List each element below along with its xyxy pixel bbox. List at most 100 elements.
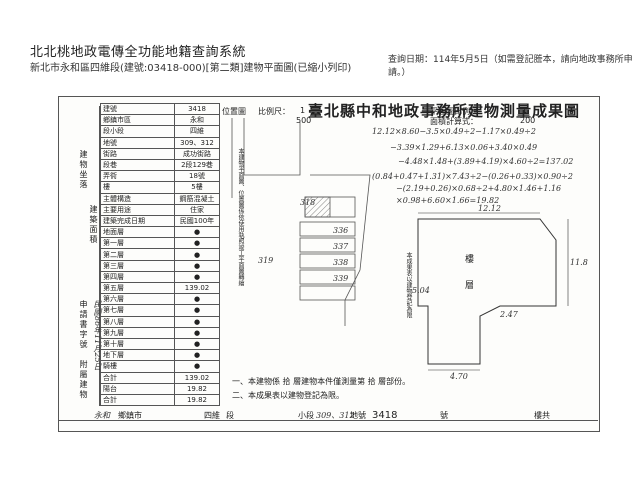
note-2: 二、本成果表以建物登記為限。 bbox=[232, 391, 344, 400]
area-formula-line3: −4.48×1.48+(3.89+4.19)×4.60÷2=137.02 bbox=[398, 157, 574, 166]
location-map bbox=[231, 118, 371, 326]
row-label: 街路 bbox=[100, 147, 175, 160]
application-date: 民國86年11月25日 bbox=[93, 300, 102, 371]
footer-subsection-label: 小段 bbox=[298, 411, 314, 420]
row-value: 成功街路 bbox=[174, 147, 220, 160]
location-map-label: 位置圖 bbox=[222, 107, 246, 116]
dim-right: 11.8 bbox=[570, 258, 588, 267]
table-row: 街路成功街路 bbox=[100, 147, 220, 160]
table-row: 建築完成日期民國100年 bbox=[100, 214, 220, 228]
neighbor-parcel bbox=[310, 174, 371, 326]
footer-district: 永和 bbox=[94, 411, 110, 420]
row-value: 18號 bbox=[174, 170, 220, 183]
side-label-location: 建物坐落 bbox=[79, 150, 88, 190]
floor-label: 樓 bbox=[465, 255, 475, 265]
lot-no-2: 336 bbox=[333, 226, 349, 235]
query-info: 查詢日期：114年5月5日（如需登記謄本，請向地政事務所申請。） bbox=[388, 55, 633, 78]
row-label: 段巷 bbox=[100, 158, 175, 172]
side-label-area: 建築面積 bbox=[89, 205, 98, 245]
balcony-formula-line2: −(2.19+0.26)×0.68÷2+4.80×1.46+1.16 bbox=[396, 184, 562, 193]
row-label: 建築完成日期 bbox=[100, 214, 175, 228]
row-value: 19.82 bbox=[174, 393, 220, 407]
footer-section-label: 段 bbox=[226, 411, 234, 420]
side-label-application: 申請書字號 bbox=[79, 300, 88, 350]
lot-no-1: 318 bbox=[300, 198, 316, 207]
table-row: 第六層● bbox=[100, 293, 220, 306]
table-row: 地面層● bbox=[100, 226, 220, 239]
floor-plan-scale-label: 平面圖比例尺： bbox=[430, 107, 486, 116]
sheet-title: 臺北縣中和地政事務所建物測量成果圖 bbox=[308, 102, 581, 120]
row-value: 鋼筋混凝土 bbox=[174, 192, 220, 205]
footer-section: 四維 bbox=[204, 411, 220, 420]
lot-cell-4 bbox=[299, 253, 356, 269]
area-formula-line1: 12.12×8.60−3.5×0.49÷2−1.17×0.49÷2 bbox=[372, 127, 536, 136]
side-label-annex: 附屬建物 bbox=[79, 360, 88, 400]
table-row: 第四層● bbox=[100, 270, 220, 284]
parcel-outline bbox=[243, 118, 301, 176]
table-row: 段小段四維 bbox=[100, 125, 220, 138]
floor-plan-outline bbox=[417, 218, 557, 365]
row-value: 住家 bbox=[174, 203, 220, 216]
lot-no-4: 338 bbox=[333, 258, 349, 267]
row-label: 主要用途 bbox=[100, 203, 175, 216]
footer-district-label: 鄉鎮市 bbox=[118, 411, 142, 420]
row-label: 樓 bbox=[100, 181, 175, 194]
footer-end-label: 樓共 bbox=[534, 411, 550, 420]
area-formula-line2: −3.39×1.29+6.13×0.06+3.40×0.49 bbox=[390, 143, 538, 152]
area-calc-label: 面積計算式： bbox=[430, 117, 478, 126]
subject-parcel-hatched bbox=[304, 196, 331, 218]
row-value: 民國100年 bbox=[174, 214, 220, 228]
dim-bottom: 4.70 bbox=[450, 372, 468, 381]
row-label: 地號 bbox=[100, 136, 175, 149]
floor-plan bbox=[417, 212, 569, 371]
vertical-note-2: 本成果表以建物登記為限 bbox=[405, 252, 412, 318]
table-row: 鄉鎮市區永和 bbox=[100, 114, 220, 127]
lot-cell-2 bbox=[299, 221, 356, 237]
row-label: 第一層 bbox=[100, 237, 175, 250]
lot-cell-3 bbox=[299, 237, 356, 253]
balcony-formula-line3: ×0.98+6.60×1.66=19.82 bbox=[396, 196, 500, 205]
dim-left: 5.04 bbox=[412, 286, 430, 295]
lot-no-5: 339 bbox=[333, 274, 349, 283]
left-label-column bbox=[73, 106, 100, 406]
dim-top: 12.12 bbox=[478, 204, 501, 213]
footer-building-no-label: 號 bbox=[440, 411, 448, 420]
lot-no-6: 319 bbox=[258, 256, 274, 265]
dim-mid: 2.47 bbox=[500, 310, 518, 319]
row-value: 四維 bbox=[174, 125, 220, 138]
row-value: 309、312 bbox=[174, 136, 220, 149]
lot-cell-5 bbox=[299, 269, 356, 285]
lot-no-3: 337 bbox=[333, 242, 349, 251]
scale-label: 比例尺： bbox=[258, 107, 290, 116]
row-label: 合計 bbox=[100, 393, 175, 407]
location-line: 新北市永和區四維段(建號:03418-000)[第二類]建物平面圖(已縮小列印) bbox=[30, 63, 352, 74]
floor-plan-scale-den: 200 bbox=[520, 116, 536, 125]
footer-divider bbox=[58, 420, 598, 421]
system-header: 北北桃地政電傳全功能地籍查詢系統 新北市永和區四維段(建號:03418-000)… bbox=[30, 45, 351, 77]
row-value: 2段129巷 bbox=[174, 158, 220, 172]
table-row: 第九層● bbox=[100, 326, 220, 339]
floor-label-2: 層 bbox=[465, 281, 475, 291]
scale-denominator: 500 bbox=[296, 116, 312, 125]
system-title: 北北桃地政電傳全功能地籍查詢系統 bbox=[30, 45, 247, 60]
balcony-formula-line1: (0.84+0.47+1.31)×7.43÷2−(0.26+0.33)×0.90… bbox=[372, 172, 573, 181]
note-1: 一、本建物係 拾 層建物本件僅測量第 拾 層部份。 bbox=[232, 377, 411, 386]
vertical-note-1: 本建物平面圖、位置圖係依使用執照竣工平面圖轉繪 bbox=[237, 148, 244, 286]
table-row: 第一層● bbox=[100, 237, 220, 250]
footer-lot-label: 地號 bbox=[350, 411, 366, 420]
footer-lot: 309、312 bbox=[316, 411, 355, 420]
row-value: ● bbox=[174, 226, 220, 239]
scale-value: 1 bbox=[300, 106, 306, 115]
footer-building-no: 3418 bbox=[372, 410, 398, 421]
row-value: ● bbox=[174, 237, 220, 250]
table-row: 主要用途住家 bbox=[100, 203, 220, 216]
